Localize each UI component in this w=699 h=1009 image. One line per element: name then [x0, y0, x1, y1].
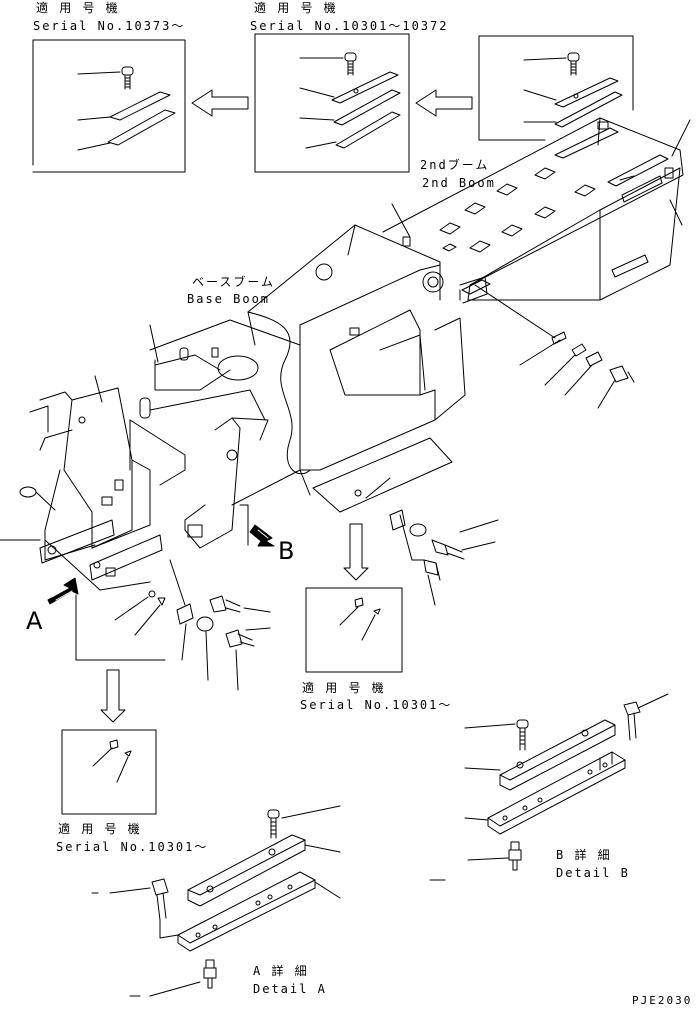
serial-box-4-serial-label: Serial No.10301～ [300, 698, 453, 712]
serial-inset-box-2 [254, 33, 410, 173]
base-boom-jp-label: ベースブーム [192, 275, 276, 289]
pad-outline [312, 437, 453, 513]
shim-plate-top [499, 719, 616, 781]
hardware-b-set [389, 509, 499, 606]
bolt-icon [225, 629, 255, 648]
bolt-icon [151, 878, 169, 921]
serial-inset-box-1 [32, 39, 186, 173]
detail-b-en-label: Detail B [556, 866, 630, 880]
shim-plate-bottom [177, 871, 316, 944]
bolt-icon [567, 52, 580, 76]
view-b-label: B [278, 537, 295, 565]
second-boom [382, 117, 691, 301]
base-boom [247, 203, 488, 496]
hardware-right-set [474, 284, 635, 409]
serial-inset-box-3 [478, 35, 634, 141]
grease-nipple-icon [203, 959, 217, 989]
grease-nipple-icon [508, 841, 522, 871]
shim-plate [107, 109, 176, 146]
bolt-icon [344, 52, 357, 76]
serial-inset-box-5 [61, 729, 157, 815]
detail-a-en-label: Detail A [253, 982, 327, 996]
serial-box-4-jp-label: 適 用 号 機 [302, 681, 386, 695]
serial-box-1-serial-label: Serial No.10373～ [33, 19, 186, 33]
arrow-left [415, 89, 473, 117]
bolt-icon [423, 559, 441, 581]
bolt-icon [609, 365, 635, 383]
shim-plate [109, 91, 171, 121]
view-a-label: A [26, 607, 43, 635]
shim-plate [331, 71, 399, 104]
arrow-down [100, 669, 126, 723]
serial-box-1-jp-label: 適 用 号 機 [36, 1, 120, 15]
detail-a-drawing [91, 805, 341, 997]
detail-b-drawing [429, 693, 669, 881]
detail-b-jp-label: B 詳 細 [556, 848, 612, 862]
second-boom-jp-label: 2ndブーム [420, 158, 490, 172]
detail-a-jp-label: A 詳 細 [253, 964, 309, 978]
serial-inset-box-4 [305, 587, 403, 673]
serial-box-2-serial-label: Serial No.10301～10372 [250, 19, 449, 33]
base-boom-en-label: Base Boom [187, 292, 271, 306]
serial-box-5-jp-label: 適 用 号 機 [58, 822, 142, 836]
serial-box-5-serial-label: Serial No.10301～ [56, 840, 209, 854]
serial-box-2-jp-label: 適 用 号 機 [254, 1, 338, 15]
shim-plate [333, 89, 401, 126]
arrow-down [343, 523, 369, 581]
view-arrow-b [249, 524, 275, 547]
second-boom-en-label: 2nd Boom [422, 176, 496, 190]
view-arrow-a [47, 577, 79, 605]
bolt-icon [431, 539, 465, 560]
hardware-a-set [169, 559, 271, 691]
shim-plate [335, 111, 401, 149]
shim-plate [554, 91, 623, 128]
bolt-icon [623, 701, 641, 741]
serial-inset-box-small-a [75, 581, 166, 661]
bolt-icon [209, 595, 241, 613]
arrow-left [191, 89, 249, 117]
bolt-icon [267, 809, 280, 839]
bolt-icon [516, 719, 529, 751]
shim-plate [554, 77, 619, 108]
bolt-icon [121, 66, 134, 90]
boom-base-section [0, 319, 301, 591]
drawing-code: PJE2030 [632, 994, 693, 1007]
